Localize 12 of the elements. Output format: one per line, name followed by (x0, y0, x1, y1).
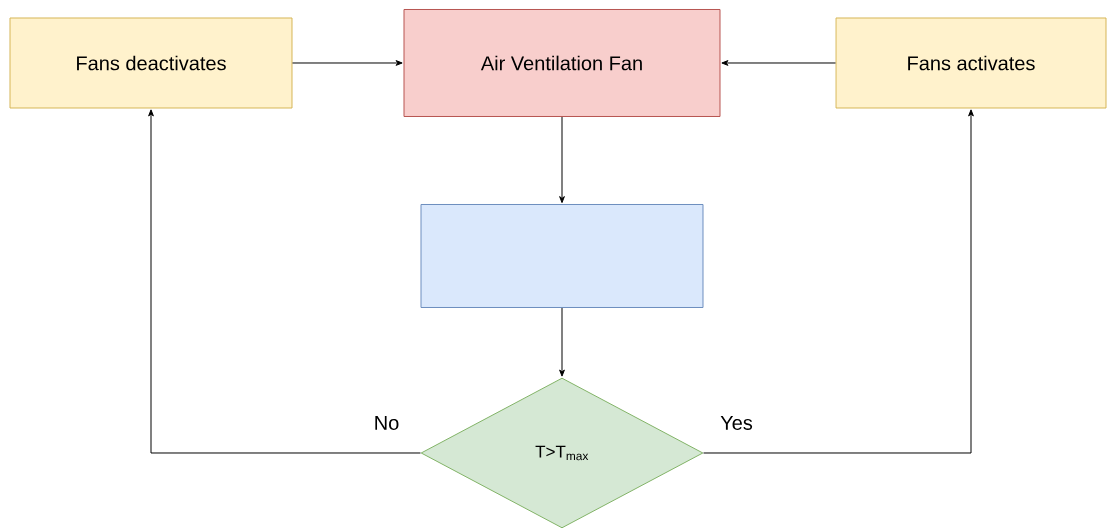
edge-label: No (371, 414, 402, 432)
arrow (721, 60, 836, 66)
process-box: Fans deactivates (9, 17, 293, 109)
process-box: Air Ventilation Fan (403, 9, 721, 117)
edge-label: Yes (718, 414, 755, 432)
arrow (703, 109, 974, 454)
arrow (559, 116, 565, 204)
arrow (292, 60, 403, 66)
arrow (148, 109, 421, 454)
arrow (559, 307, 565, 377)
process-box: Fans activates (835, 17, 1107, 109)
process-box (420, 204, 704, 308)
